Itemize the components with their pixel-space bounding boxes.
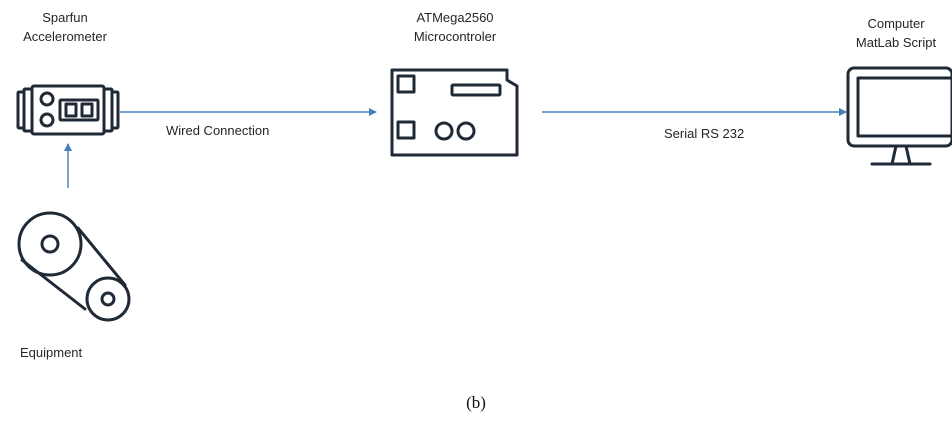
equipment-icon bbox=[17, 211, 131, 322]
accelerometer-label-line2: Accelerometer bbox=[23, 29, 107, 44]
computer-label-line1: Computer bbox=[867, 16, 925, 31]
computer-label: Computer MatLab Script bbox=[840, 14, 952, 52]
serial-connection-label: Serial RS 232 bbox=[664, 126, 745, 141]
accelerometer-icon bbox=[16, 84, 120, 136]
microcontroller-label-line1: ATMega2560 bbox=[416, 10, 494, 25]
computer-icon bbox=[846, 66, 952, 166]
microcontroller-icon bbox=[390, 68, 519, 157]
microcontroller-label: ATMega2560 Microcontroler bbox=[380, 8, 530, 46]
accelerometer-label-line1: Sparfun bbox=[42, 10, 88, 25]
figure-caption: (b) bbox=[466, 393, 486, 412]
computer-label-line2: MatLab Script bbox=[855, 35, 937, 50]
wired-connection-label: Wired Connection bbox=[166, 123, 270, 138]
accelerometer-label: Sparfun Accelerometer bbox=[0, 8, 130, 46]
equipment-label: Equipment bbox=[20, 345, 83, 360]
microcontroller-label-line2: Microcontroler bbox=[413, 29, 497, 44]
